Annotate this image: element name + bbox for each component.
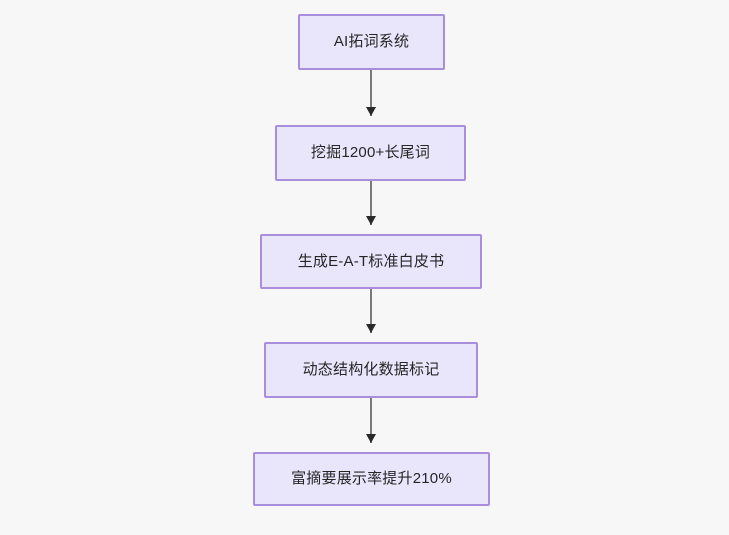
flow-node-label: 挖掘1200+长尾词 <box>310 144 431 161</box>
flow-node-dynamic-structured-data[interactable]: 动态结构化数据标记 <box>264 342 478 398</box>
flow-node-generate-eat-whitepaper[interactable]: 生成E-A-T标准白皮书 <box>260 234 482 289</box>
arrowhead-icon <box>365 216 376 225</box>
edge-line <box>370 70 372 116</box>
edge-line <box>370 181 372 225</box>
flow-edge-4 <box>365 398 376 443</box>
flow-node-ai-keyword-system[interactable]: AI拓词系统 <box>298 14 445 70</box>
flow-node-label: 富摘要展示率提升210% <box>291 470 452 487</box>
edge-line <box>370 398 372 443</box>
flow-node-label: 生成E-A-T标准白皮书 <box>297 252 445 270</box>
edge-line <box>370 289 372 333</box>
flow-node-label: AI拓词系统 <box>333 33 410 50</box>
flow-edge-1 <box>365 70 376 116</box>
arrowhead-icon <box>365 324 376 333</box>
flow-edge-2 <box>365 181 376 225</box>
flow-node-mine-longtail-keywords[interactable]: 挖掘1200+长尾词 <box>275 125 466 181</box>
arrowhead-icon <box>365 107 376 116</box>
flow-node-rich-snippet-result[interactable]: 富摘要展示率提升210% <box>253 452 490 506</box>
arrowhead-icon <box>365 434 376 443</box>
flow-edge-3 <box>365 289 376 333</box>
flow-node-label: 动态结构化数据标记 <box>302 361 440 378</box>
